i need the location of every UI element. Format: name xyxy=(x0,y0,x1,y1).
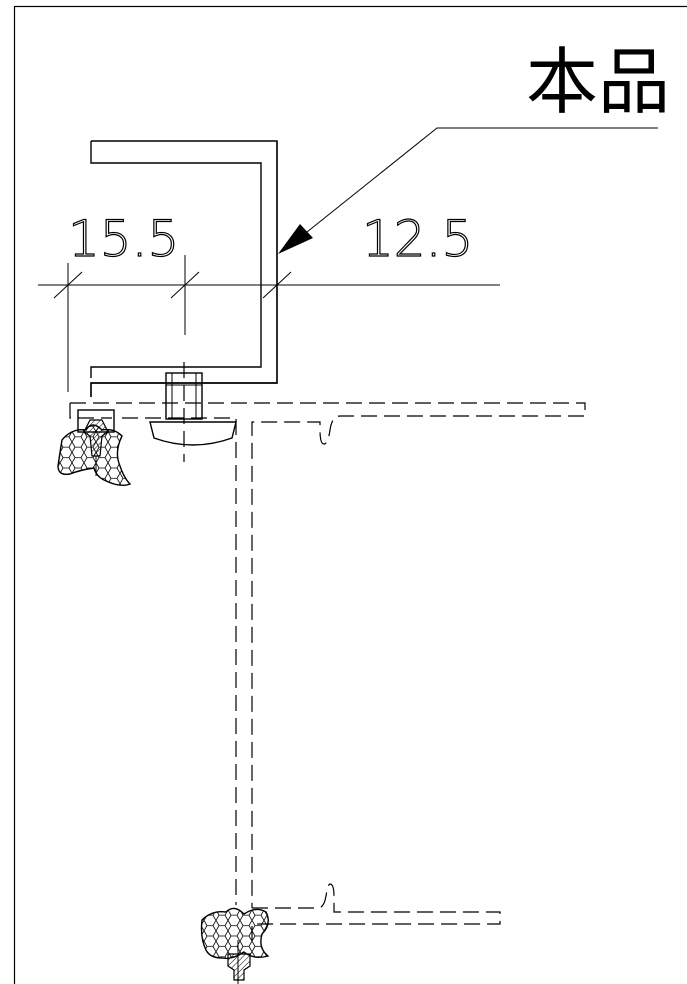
product-c-bracket-inner xyxy=(90,141,262,378)
leader-arrow xyxy=(278,127,658,254)
dimension-right: 12.5 xyxy=(362,210,473,268)
product-label: 本品 xyxy=(526,40,670,124)
host-profile-dashed xyxy=(69,402,586,940)
product-c-bracket xyxy=(90,140,278,397)
upper-seal-gasket xyxy=(57,409,132,487)
screw xyxy=(149,362,237,462)
lower-seal-gasket xyxy=(200,907,270,984)
dimension-left: 15.5 xyxy=(68,210,179,268)
drawing-frame xyxy=(13,5,687,984)
product-c-bracket-back xyxy=(90,141,278,397)
dimension-line xyxy=(38,255,500,392)
